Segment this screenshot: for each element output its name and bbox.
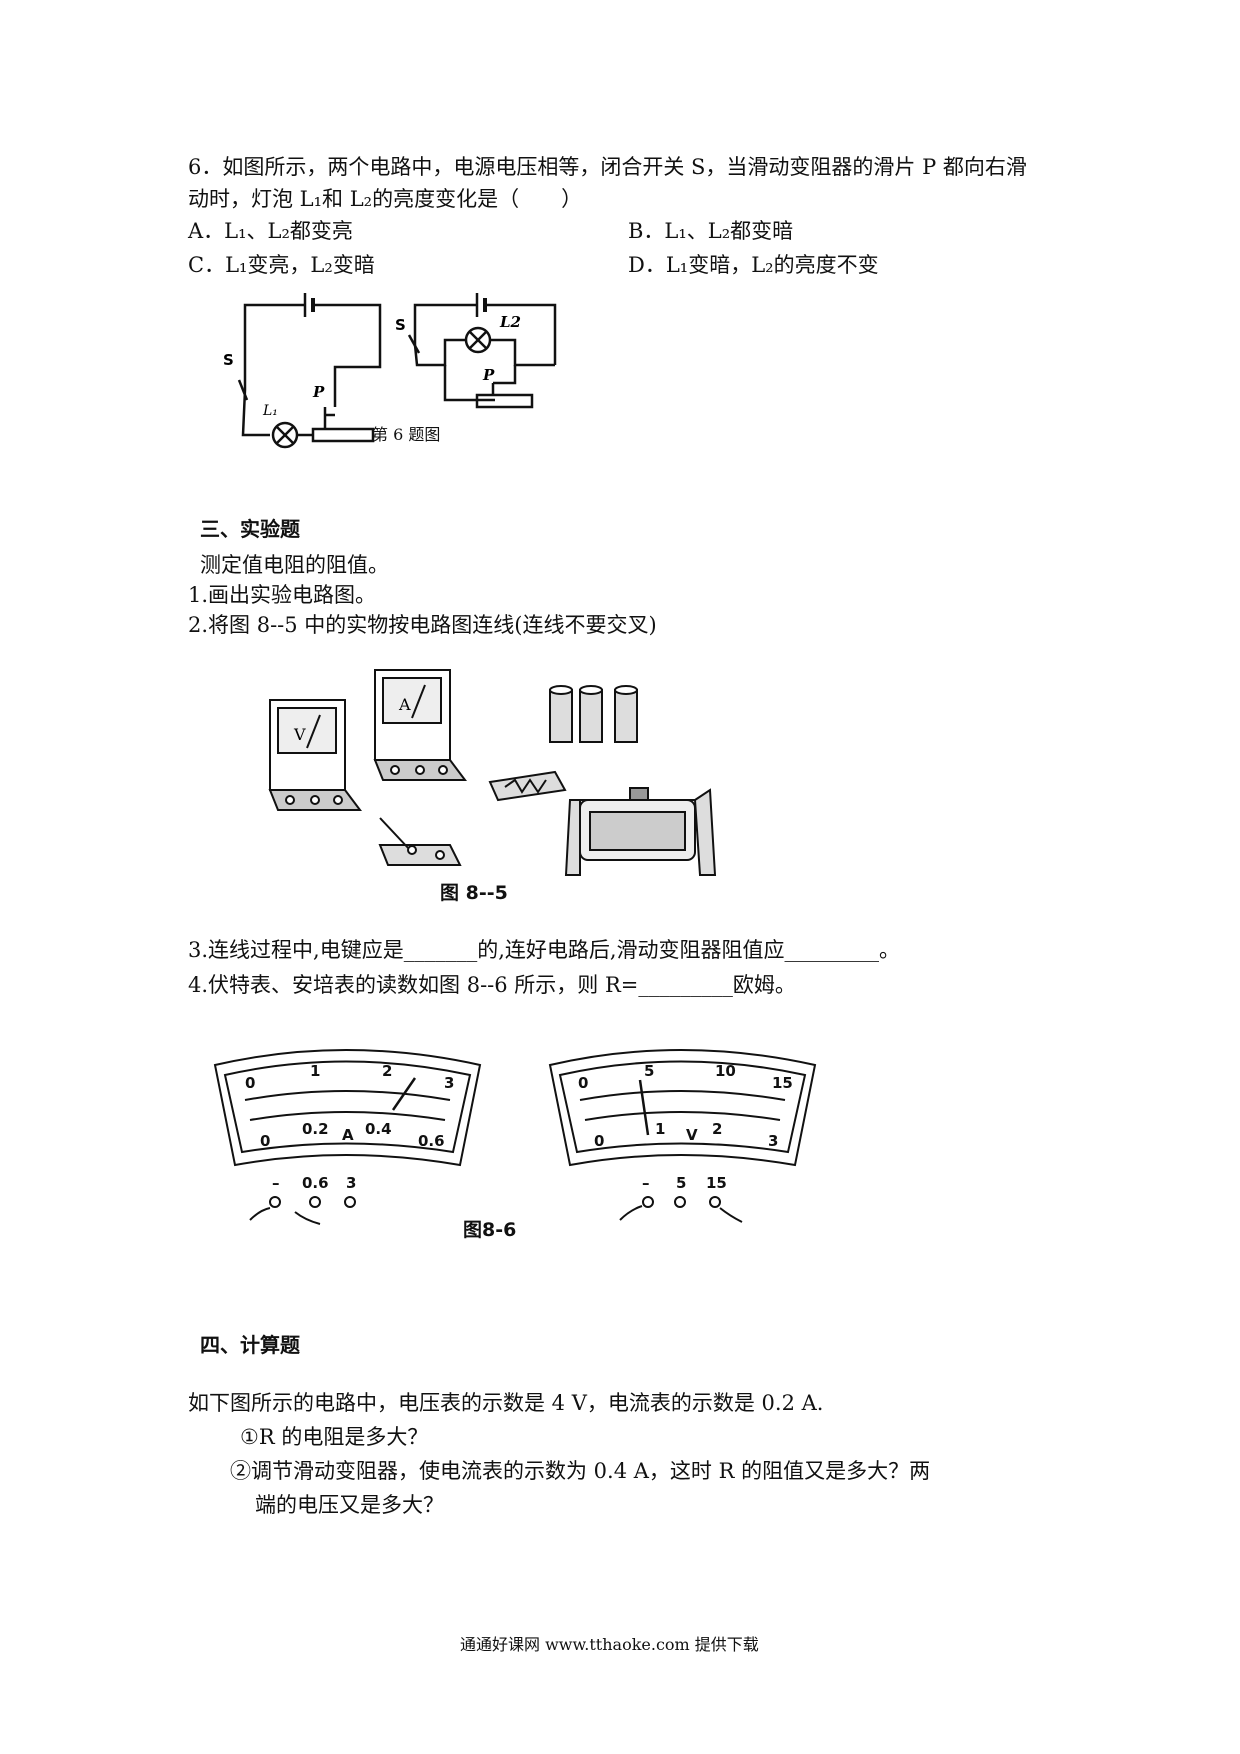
voltmeter-inner-tick-0: 0 [594, 1132, 604, 1150]
voltmeter-terminal-5: 5 [676, 1174, 686, 1192]
ammeter-terminal-neg: – [272, 1174, 280, 1192]
q6-label-l2: L2 [499, 313, 521, 331]
ammeter-inner-tick-0: 0 [260, 1132, 270, 1150]
ammeter-terminal-3: 3 [346, 1174, 356, 1192]
ammeter-outer-tick-0: 0 [245, 1074, 255, 1092]
q6-option-a: A．L₁、L₂都变亮 [188, 219, 353, 243]
ammeter-dial [213, 1049, 482, 1167]
battery-2 [579, 689, 603, 743]
q6-figure-caption: 第 6 题图 [372, 425, 441, 444]
ammeter-outer-tick-2: 2 [382, 1062, 392, 1080]
voltmeter-outer-tick-10: 10 [715, 1062, 736, 1080]
q6-stem-line1: 6．如图所示，两个电路中，电源电压相等，闭合开关 S，当滑动变阻器的滑片 P 都… [188, 155, 1027, 179]
section3-item1: 1.画出实验电路图。 [188, 583, 377, 607]
section4-q2-line1: ②调节滑动变阻器，使电流表的示数为 0.4 A，这时 R 的阻值又是多大？两 [230, 1459, 931, 1483]
ammeter-needle [391, 1077, 417, 1111]
switch [378, 844, 462, 866]
battery-1 [549, 689, 573, 743]
resistor [488, 770, 567, 802]
voltmeter-inner-tick-1: 1 [655, 1120, 665, 1138]
ammeter-terminal-06: 0.6 [302, 1174, 329, 1192]
ammeter-outer-tick-1: 1 [310, 1062, 320, 1080]
section3-item4: 4.伏特表、安培表的读数如图 8--6 所示，则 R=_________欧姆。 [188, 973, 796, 997]
section4-heading: 四、计算题 [200, 1333, 300, 1357]
section4-q2-line2: 端的电压又是多大？ [255, 1493, 444, 1517]
ammeter-outer-tick-3: 3 [444, 1074, 454, 1092]
voltmeter-outer-tick-15: 15 [772, 1074, 793, 1092]
voltmeter-unit-label: V [293, 725, 306, 744]
voltmeter-inner-tick-2: 2 [712, 1120, 722, 1138]
voltmeter-needle [638, 1079, 650, 1136]
q6-label-s-left: S [223, 351, 234, 369]
section3-heading: 三、实验题 [200, 517, 300, 541]
q6-stem-line2: 动时，灯泡 L₁和 L₂的亮度变化是（ ） [188, 187, 583, 211]
voltmeter-outer-tick-5: 5 [644, 1062, 654, 1080]
section4-q1: ①R 的电阻是多大？ [240, 1425, 429, 1449]
voltmeter-terminal-15: 15 [706, 1174, 727, 1192]
q6-option-b: B．L₁、L₂都变暗 [628, 219, 794, 243]
fig85-caption: 图 8--5 [440, 882, 508, 904]
q6-circuit-figure: S L₁ P S L2 P [223, 293, 557, 449]
battery-3 [614, 689, 638, 743]
section3-item2: 2.将图 8--5 中的实物按电路图连线(连线不要交叉) [188, 613, 657, 637]
voltmeter-dial [548, 1049, 817, 1167]
section3-intro: 测定值电阻的阻值。 [200, 553, 389, 577]
voltmeter-inner-tick-3: 3 [768, 1132, 778, 1150]
q6-label-s-right: S [395, 316, 406, 334]
q6-option-d: D．L₁变暗，L₂的亮度不变 [628, 253, 879, 277]
ammeter-inner-tick-04: 0.4 [365, 1120, 392, 1138]
ammeter-inner-tick-02: 0.2 [302, 1120, 329, 1138]
voltmeter-terminal-neg: – [642, 1174, 650, 1192]
fig85-apparatus: V A [268, 669, 717, 876]
ammeter-unit: A [342, 1126, 354, 1144]
ammeter-unit-label: A [398, 695, 411, 714]
ammeter-inner-tick-06: 0.6 [418, 1132, 445, 1150]
fig86-meters: 0 1 2 3 0 0.2 0.4 0.6 A – 0.6 3 0 5 10 1… [213, 1049, 817, 1225]
voltmeter-unit: V [686, 1126, 698, 1144]
fig86-caption: 图8-6 [463, 1219, 517, 1241]
voltmeter-outer-tick-0: 0 [578, 1074, 588, 1092]
q6-label-l1: L₁ [262, 403, 278, 419]
q6-label-p-right: P [482, 366, 495, 384]
section3-item3: 3.连线过程中,电键应是_______的,连好电路后,滑动变阻器阻值应_____… [188, 938, 901, 962]
page-footer: 通通好课网 www.tthaoke.com 提供下载 [460, 1635, 759, 1654]
q6-option-c: C．L₁变亮，L₂变暗 [188, 253, 375, 277]
q6-label-p-left: P [312, 383, 325, 401]
section4-stem: 如下图所示的电路中，电压表的示数是 4 V，电流表的示数是 0.2 A. [188, 1391, 824, 1415]
